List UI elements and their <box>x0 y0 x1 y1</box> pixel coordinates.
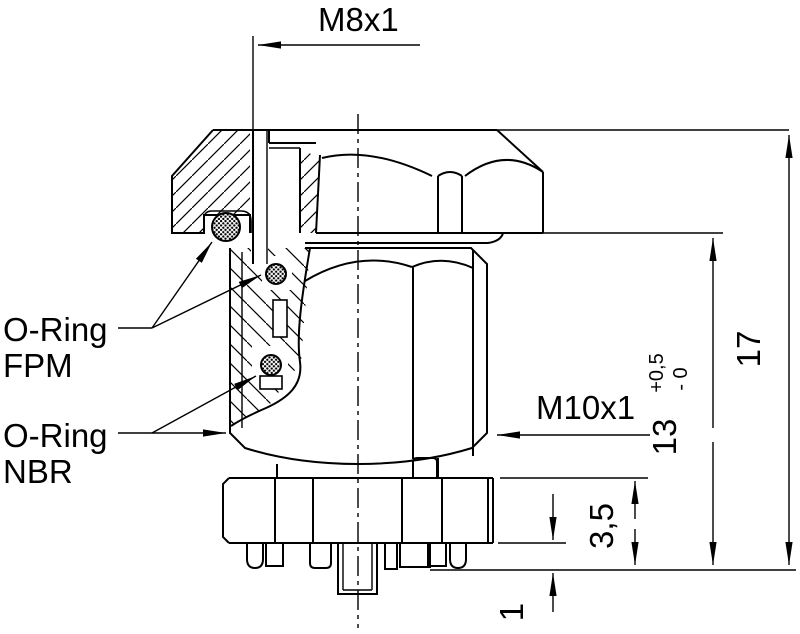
pin-square-right <box>427 543 447 567</box>
head-wall-hatch <box>300 150 320 233</box>
body-arc-mid <box>411 259 474 269</box>
oring-groove-contour <box>203 210 252 233</box>
pin-round-right <box>449 543 467 570</box>
hex-top-chamfer <box>496 129 544 173</box>
oring-nbr-seat <box>259 375 283 390</box>
o-ring-fpm-mid <box>265 263 287 285</box>
head-section-hatch <box>172 130 250 233</box>
dim-1-value: 1 <box>493 603 530 621</box>
washer-bottom <box>305 232 504 244</box>
dimension-lines <box>118 41 793 612</box>
dim-17-value: 17 <box>730 331 767 368</box>
thread-body-label: M10x1 <box>536 389 635 426</box>
groove-step <box>272 299 288 338</box>
oring-nbr-label-line2: NBR <box>3 453 73 490</box>
neck-tab <box>412 457 438 478</box>
dim-35-value: 3,5 <box>583 503 620 549</box>
part-outline <box>171 129 544 595</box>
leader-nbr-arrow <box>151 375 257 434</box>
pin-mid-right <box>384 543 398 570</box>
dim-13-tol-minus: - 0 <box>670 367 692 390</box>
dim-13-value: 13 <box>646 419 683 456</box>
oring-fpm-label-line1: O-Ring <box>3 311 108 348</box>
breakout-curve <box>230 247 311 427</box>
hex-left-slant <box>315 154 321 234</box>
o-ring-nbr <box>260 354 282 376</box>
hex-arc-1 <box>321 153 433 177</box>
thin-lines <box>241 36 796 591</box>
o-ring-fpm-top <box>211 212 241 242</box>
thread-top-label: M8x1 <box>318 1 399 38</box>
pin-round-left <box>246 543 264 570</box>
pin-block-right <box>399 543 431 568</box>
hex-arc-2 <box>464 159 544 177</box>
leader-fpm-arrow-1 <box>151 241 213 329</box>
dim-13-tol-plus: +0,5 <box>646 353 668 392</box>
oring-nbr-label-line1: O-Ring <box>3 417 108 454</box>
pin-square-left <box>265 543 284 567</box>
o-rings <box>211 212 287 376</box>
pin-mid-left <box>309 543 332 569</box>
oring-fpm-label-line2: FPM <box>3 347 73 384</box>
disc-left-edge <box>222 477 230 544</box>
leader-fpm-arrow-2 <box>151 274 262 329</box>
hex-arc-mid <box>437 171 463 177</box>
annotation-text: M8x1 M10x1 O-Ring FPM O-Ring NBR 13 +0,5… <box>3 1 767 621</box>
